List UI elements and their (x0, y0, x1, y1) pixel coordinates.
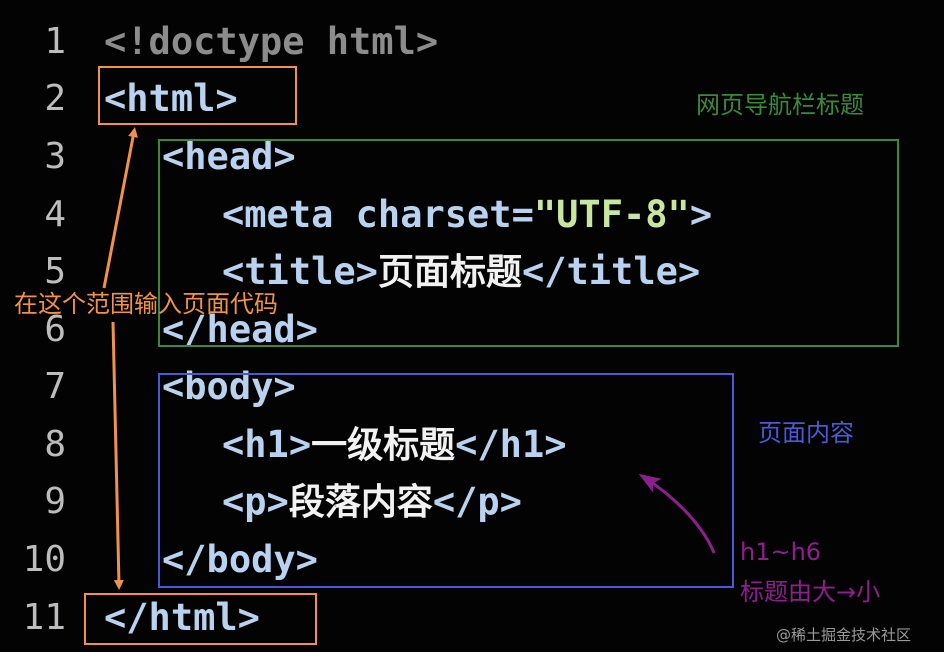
line-number-11: 11 (22, 597, 66, 638)
html-annotation: 在这个范围输入页面代码 (14, 290, 278, 318)
line-number-8: 8 (44, 424, 66, 465)
arrow-to-h1-close (638, 473, 716, 554)
meta-tag-close: > (689, 193, 713, 236)
line-number-10: 10 (22, 539, 66, 580)
html-open-box (98, 66, 297, 125)
charset-value: "UTF-8" (533, 193, 690, 236)
heading-annotation-line1: h1~h6 (740, 538, 822, 566)
title-text: 页面标题 (377, 252, 522, 293)
p-tag-open: <p> (222, 480, 289, 523)
html-close-box (84, 593, 317, 645)
doctype-tag: <!doctype html> (104, 20, 439, 63)
line-number-1: 1 (44, 21, 66, 62)
title-tag-close: </title> (521, 250, 701, 293)
h1-tag-close: </h1> (455, 423, 567, 466)
line-number-2: 2 (44, 78, 66, 119)
heading-annotation-line2: 标题由大→小 (740, 578, 881, 606)
code-line-1: <!doctype html> (104, 22, 438, 62)
h1-text: 一级标题 (311, 425, 456, 466)
line-number-3: 3 (44, 136, 66, 177)
arrow-up-to-html-open (102, 127, 138, 289)
head-box (158, 139, 899, 347)
meta-tag-open: <meta charset= (222, 193, 534, 236)
line-number-9: 9 (44, 481, 66, 522)
code-line-5: <title>页面标题</title> (222, 252, 700, 293)
p-tag-close: </p> (432, 480, 522, 523)
head-annotation: 网页导航栏标题 (696, 91, 864, 119)
code-line-11: </html> (104, 596, 260, 639)
p-text: 段落内容 (288, 482, 433, 523)
code-line-8: <h1>一级标题</h1> (222, 425, 567, 466)
line-number-4: 4 (44, 194, 66, 235)
code-line-9: <p>段落内容</p> (222, 482, 522, 523)
code-line-6: </head> (162, 308, 318, 351)
line-number-7: 7 (44, 366, 66, 407)
code-line-2: <html> (104, 77, 238, 120)
line-number-5: 5 (44, 251, 66, 292)
body-annotation: 页面内容 (758, 419, 854, 447)
line-number-6: 6 (44, 309, 66, 350)
code-line-10: </body> (162, 538, 318, 581)
body-box (158, 373, 734, 588)
code-line-4: <meta charset="UTF-8"> (222, 195, 712, 235)
watermark: @稀土掘金技术社区 (776, 626, 912, 644)
code-line-3: <head> (162, 135, 296, 178)
title-tag-open: <title> (222, 250, 378, 293)
h1-tag-open: <h1> (222, 423, 312, 466)
arrow-down-to-html-close (111, 321, 124, 590)
